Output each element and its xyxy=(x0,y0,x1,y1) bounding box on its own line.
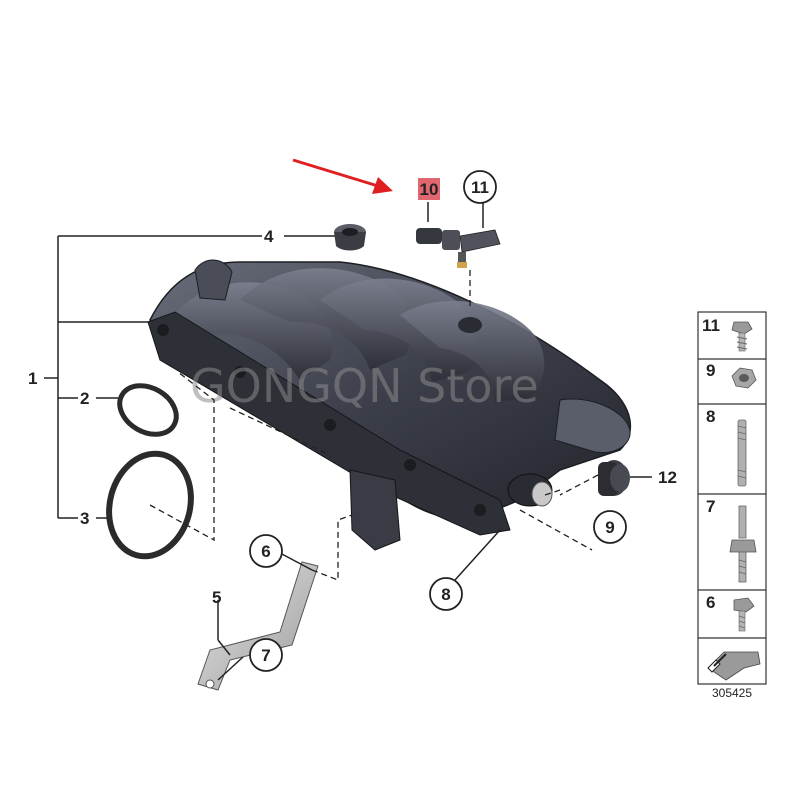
callout-10: 10 xyxy=(420,180,439,199)
part-3-gasket-ring xyxy=(106,450,194,560)
callout-3: 3 xyxy=(80,509,89,528)
screw-icon xyxy=(731,321,753,352)
callout-7-leader xyxy=(217,656,244,681)
callout-1-bracket xyxy=(44,235,335,519)
legend-item-11: 11 xyxy=(702,316,720,335)
collar-stud-icon xyxy=(729,505,757,583)
legend-item-7: 7 xyxy=(706,497,715,516)
callout-11-circle xyxy=(463,170,497,204)
red-pointer-arrow xyxy=(292,158,393,194)
legend-item-6: 6 xyxy=(706,593,715,612)
callout-10-highlight xyxy=(418,178,440,200)
bolt-icon xyxy=(733,597,755,632)
part-4-grommet xyxy=(334,224,366,251)
intake-manifold xyxy=(147,259,631,551)
watermark: GONGQN Store xyxy=(190,359,539,413)
callout-9-leader xyxy=(519,509,593,551)
callout-2: 2 xyxy=(80,389,89,408)
callout-6-circle xyxy=(249,534,283,568)
callout-4: 4 xyxy=(264,227,274,246)
assembly-line-rings xyxy=(149,371,215,542)
part-5-bracket xyxy=(197,561,319,691)
callout-7: 7 xyxy=(261,646,270,665)
callout-9-circle xyxy=(593,510,627,544)
assembly-line-plug xyxy=(559,474,599,496)
catalog-symbol-icon xyxy=(704,646,761,681)
part-10-sensor xyxy=(416,228,501,310)
callout-12: 12 xyxy=(658,468,677,487)
callout-6: 6 xyxy=(261,542,270,561)
callout-11: 11 xyxy=(471,178,489,197)
part-12-plug xyxy=(598,460,630,496)
legend-item-8: 8 xyxy=(706,407,715,426)
assembly-line-9 xyxy=(544,489,561,496)
callout-8: 8 xyxy=(441,585,450,604)
fastener-legend: 11 9 8 7 6 xyxy=(697,311,767,685)
callout-8-leader xyxy=(454,529,501,581)
callout-9: 9 xyxy=(605,518,614,537)
nut-icon xyxy=(731,367,757,389)
callout-5: 5 xyxy=(212,588,221,607)
callout-5-leader-b xyxy=(217,639,231,656)
callout-1: 1 xyxy=(28,369,37,388)
catalog-number: 305425 xyxy=(712,686,752,700)
legend-item-9: 9 xyxy=(706,361,715,380)
callout-8-circle xyxy=(429,577,463,611)
stud-icon xyxy=(737,419,747,487)
callout-7-circle xyxy=(249,638,283,672)
assembly-line-bracket xyxy=(311,514,353,581)
callout-6-leader xyxy=(279,552,313,571)
part-2-oring xyxy=(117,383,179,437)
assembly-line-flange xyxy=(229,407,331,456)
